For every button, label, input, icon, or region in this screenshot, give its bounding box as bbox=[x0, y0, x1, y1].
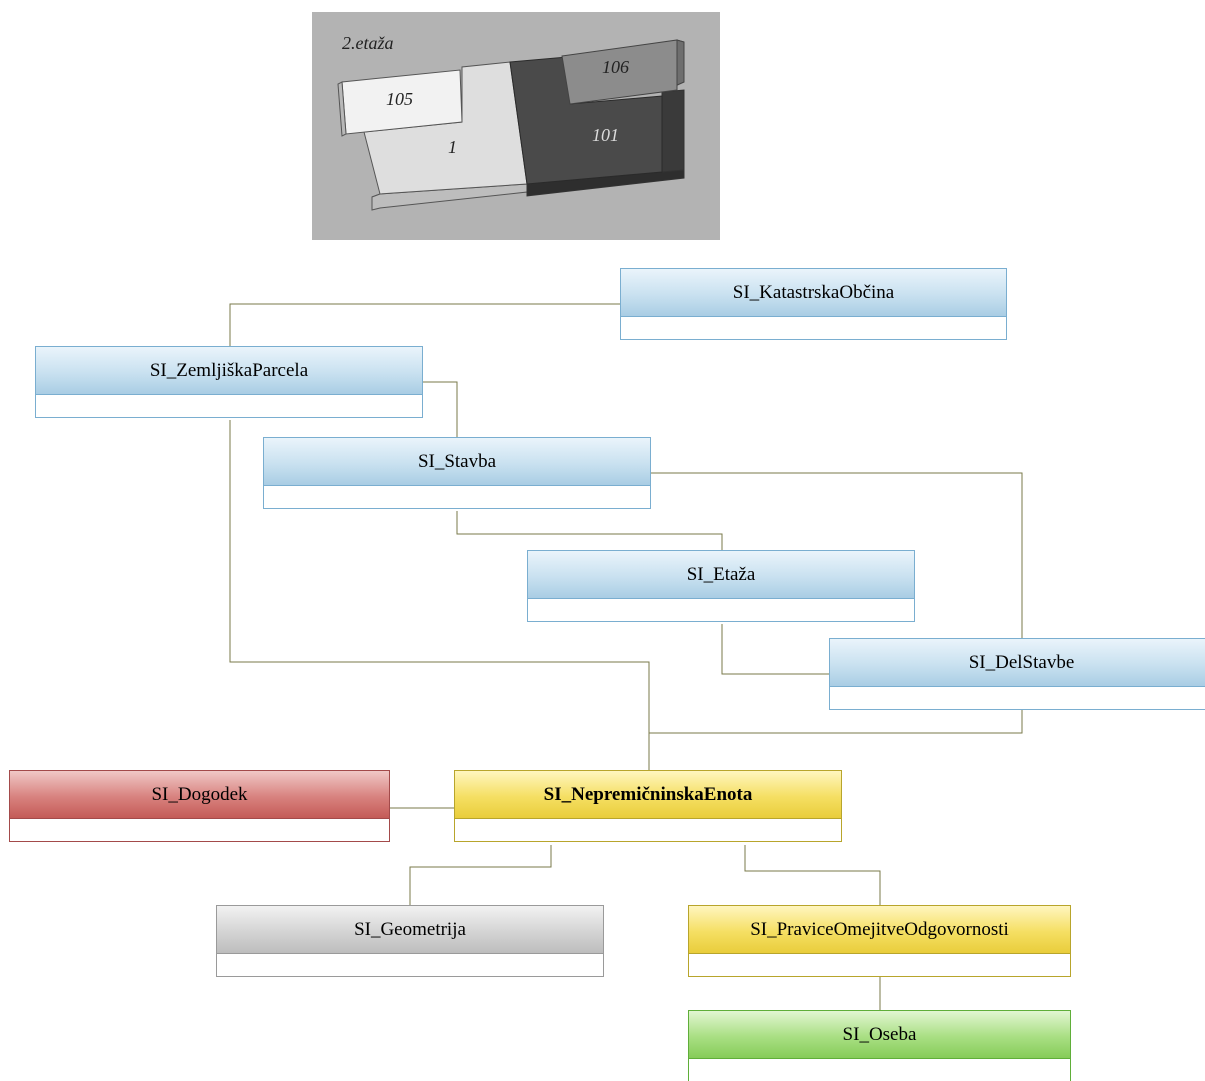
class-name: SI_NepremičninskaEnota bbox=[455, 771, 841, 819]
class-del-stavbe[interactable]: SI_DelStavbe bbox=[829, 638, 1205, 710]
line-nepremicninska-geometrija bbox=[409, 845, 552, 905]
class-dogodek[interactable]: SI_Dogodek bbox=[9, 770, 390, 842]
line-katastrska-zemljiska bbox=[229, 303, 620, 346]
class-attributes bbox=[264, 486, 650, 508]
class-name: SI_Geometrija bbox=[217, 906, 603, 954]
floor-plan-drawing bbox=[337, 39, 685, 211]
class-name: SI_Stavba bbox=[264, 438, 650, 486]
line-stavba-delstavbe bbox=[651, 472, 1023, 638]
unit-105-label: 105 bbox=[386, 89, 413, 109]
class-name: SI_Etaža bbox=[528, 551, 914, 599]
line-etaza-delstavbe bbox=[721, 624, 829, 675]
unit-101-label: 101 bbox=[592, 125, 619, 145]
class-attributes bbox=[621, 317, 1006, 339]
class-name: SI_KatastrskaObčina bbox=[621, 269, 1006, 317]
line-zemljiska-stavba bbox=[423, 381, 458, 437]
class-attributes bbox=[217, 954, 603, 976]
class-name: SI_Oseba bbox=[689, 1011, 1070, 1059]
class-name: SI_PraviceOmejitveOdgovornosti bbox=[689, 906, 1070, 954]
class-zemljiska-parcela[interactable]: SI_ZemljiškaParcela bbox=[35, 346, 423, 418]
line-delstavbe-nepremicninska bbox=[649, 710, 1023, 734]
class-attributes bbox=[830, 687, 1205, 709]
line-stavba-etaza bbox=[456, 511, 723, 550]
floor-plan-title: 2.etaža bbox=[342, 33, 394, 53]
class-attributes bbox=[455, 819, 841, 841]
class-nepremicninska-enota[interactable]: SI_NepremičninskaEnota bbox=[454, 770, 842, 842]
class-attributes bbox=[689, 1059, 1070, 1081]
class-katastrska-obcina[interactable]: SI_KatastrskaObčina bbox=[620, 268, 1007, 340]
class-pravice-omejitve-odgovornosti[interactable]: SI_PraviceOmejitveOdgovornosti bbox=[688, 905, 1071, 977]
class-attributes bbox=[689, 954, 1070, 976]
class-stavba[interactable]: SI_Stavba bbox=[263, 437, 651, 509]
class-name: SI_Dogodek bbox=[10, 771, 389, 819]
floor-plan-image: 2.etaža 105 1 106 101 bbox=[312, 12, 720, 240]
class-attributes bbox=[528, 599, 914, 621]
class-oseba[interactable]: SI_Oseba bbox=[688, 1010, 1071, 1081]
class-name: SI_ZemljiškaParcela bbox=[36, 347, 422, 395]
unit-106-label: 106 bbox=[602, 57, 629, 77]
class-attributes bbox=[10, 819, 389, 841]
class-geometrija[interactable]: SI_Geometrija bbox=[216, 905, 604, 977]
line-nepremicninska-pravice bbox=[744, 845, 881, 905]
unit-1-label: 1 bbox=[448, 137, 457, 157]
line-zemljiska-nepremicninska bbox=[229, 420, 650, 770]
class-name: SI_DelStavbe bbox=[830, 639, 1205, 687]
class-etaza[interactable]: SI_Etaža bbox=[527, 550, 915, 622]
class-attributes bbox=[36, 395, 422, 417]
unit-106-shape bbox=[561, 39, 678, 105]
